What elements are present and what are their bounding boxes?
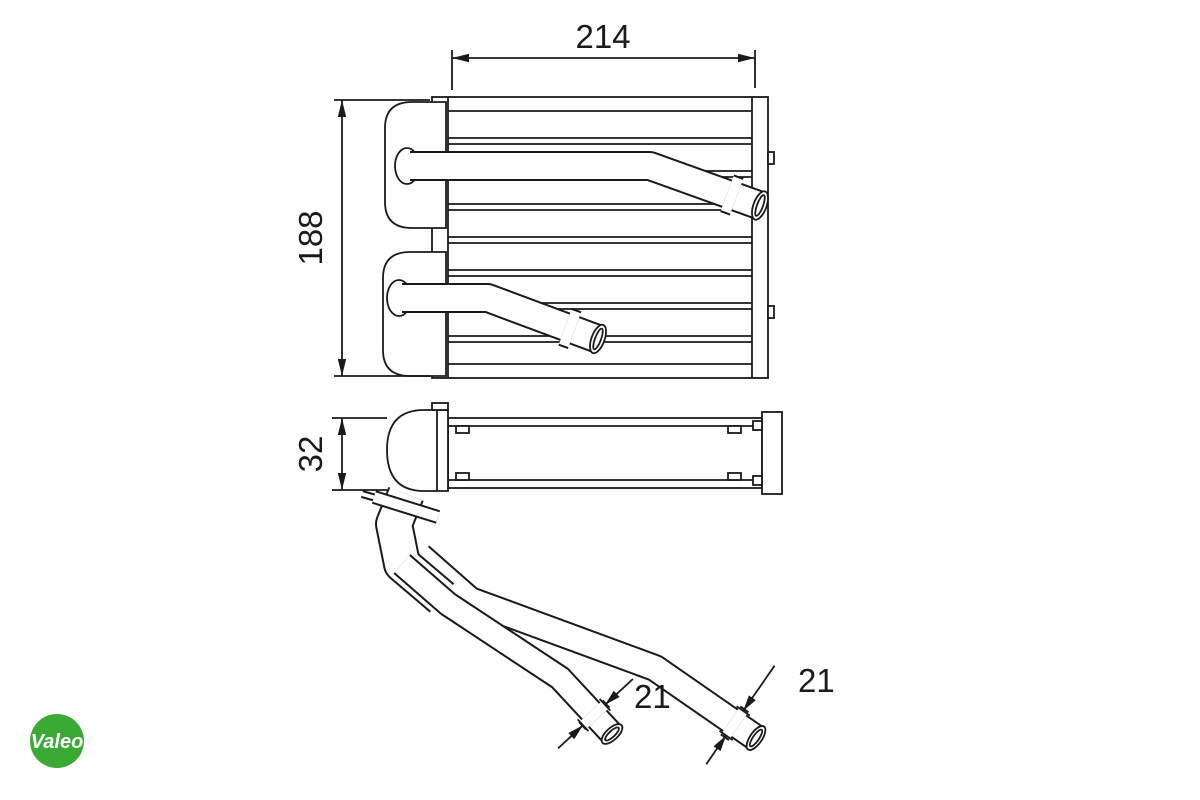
- dimension-width: 214: [451, 18, 756, 90]
- right-end-bracket: [761, 411, 783, 495]
- dim-width-label: 214: [575, 18, 630, 55]
- right-tab-top: [767, 151, 775, 165]
- dimension-pipe-right: 21: [705, 662, 835, 765]
- dim-pipe-left-label: 21: [634, 678, 671, 715]
- valeo-logo-text: Valeo: [31, 731, 84, 753]
- side-view: [360, 402, 783, 751]
- inlet-pipe-front-view: [410, 151, 769, 221]
- outlet-pipe-front-view: [402, 283, 607, 355]
- dimension-depth: 32: [292, 417, 387, 491]
- front-view: [382, 96, 775, 379]
- valeo-logo: Valeo: [30, 714, 84, 768]
- right-tab-bottom: [767, 305, 775, 319]
- dim-height-label: 188: [292, 210, 329, 265]
- valeo-logo-mark: [30, 714, 84, 768]
- core-slab: [447, 417, 763, 489]
- dimension-pipe-left: 21: [557, 678, 671, 750]
- dim-depth-label: 32: [292, 436, 329, 473]
- front-pipe-side-view: [360, 486, 624, 745]
- dim-pipe-right-label: 21: [798, 662, 835, 699]
- dimension-height: 188: [292, 99, 430, 377]
- left-end-cap: [386, 409, 449, 492]
